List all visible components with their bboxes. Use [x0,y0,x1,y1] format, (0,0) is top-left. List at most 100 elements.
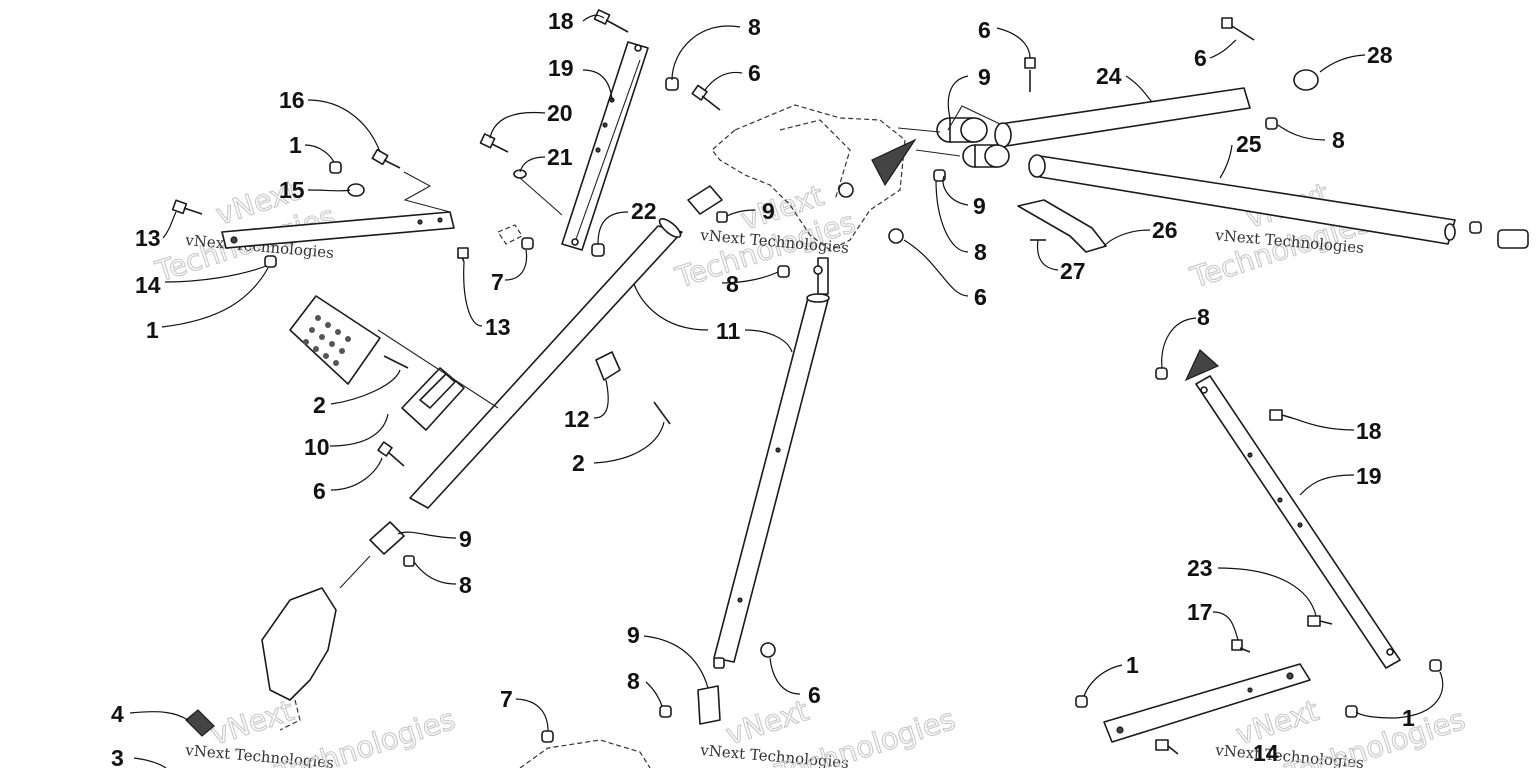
nut [1075,695,1088,708]
left-brace-bar [221,211,455,249]
relay-box [289,295,381,385]
bushing [936,117,988,143]
callout-label: 20 [547,100,573,126]
arrow-marker [1184,349,1220,382]
bolt [171,199,203,215]
callout-label: 23 [1187,555,1213,581]
tube-clamp [697,657,725,725]
end-fitting [1497,229,1529,249]
callout-label: 1 [1402,705,1415,731]
tube-clamp [687,185,728,223]
callout-label: 10 [304,434,330,460]
rivet [383,355,409,369]
callout-label: 1 [289,132,302,158]
bushing [962,144,1010,168]
callout-label: 6 [978,17,991,43]
handle [185,709,215,737]
cap [1293,69,1319,91]
nut [1469,221,1482,234]
callout-label: 14 [135,272,161,298]
leader-lines [129,14,1444,768]
callout-group: 18 8 19 6 16 20 21 1 15 13 14 1 22 9 8 6… [111,8,1415,768]
callout-label: 1 [146,317,159,343]
watermark-vnext: vNext [207,693,298,752]
bolt [371,148,401,169]
clamp [347,183,365,197]
callout-label: 8 [974,239,987,265]
callout-label: 2 [313,392,326,418]
strap-bracket-upper [561,41,649,251]
arrow-marker [871,138,917,187]
strap-clip [1017,199,1107,253]
callout-label: 9 [978,64,991,90]
callout-label: 26 [1152,217,1178,243]
diagonal-tube [409,218,683,509]
nut [1265,117,1278,130]
vertical-tube [713,257,830,663]
nut [777,265,790,278]
bolt [691,84,721,111]
callout-label: 2 [572,450,585,476]
callout-label: 8 [627,668,640,694]
bolt [1231,639,1251,653]
bolt [593,9,629,33]
callout-label: 8 [1332,127,1345,153]
callout-label: 16 [279,87,305,113]
bolt [1024,57,1036,92]
nut [1345,705,1358,718]
callout-label: 13 [485,314,511,340]
callout-label: 25 [1236,131,1262,157]
callout-label: 6 [1194,45,1207,71]
callout-label: 8 [726,271,739,297]
callout-label: 9 [627,622,640,648]
callout-label: 7 [491,269,504,295]
callout-label: 8 [748,14,761,40]
callout-label: 18 [548,8,574,34]
bolt [1221,17,1255,41]
bolt [479,133,509,153]
strap-bracket-lower [1195,375,1401,669]
ghost-upper-frame [711,104,906,251]
watermark-vnext: vNext [722,693,813,752]
ghost-lower-frame [519,739,651,768]
callout-label: 6 [974,284,987,310]
callout-label: 13 [135,225,161,251]
callout-label: 1 [1126,652,1139,678]
lower-right-tube [1028,154,1456,245]
ghost-mount [497,224,523,245]
tube-clamp [369,521,415,567]
callout-label: 6 [313,478,326,504]
callout-label: 12 [564,406,590,432]
callout-label: 9 [459,526,472,552]
callout-label: 21 [547,144,573,170]
lower-mount [261,587,337,731]
callout-label: 22 [631,198,657,224]
nut [541,730,554,743]
callout-label: 3 [111,745,124,768]
nut [1429,659,1442,672]
nut [591,243,605,257]
callout-label: 19 [548,55,574,81]
callout-label: 4 [111,701,124,727]
callout-label: 19 [1356,463,1382,489]
parts-group [171,9,1529,768]
callout-label: 18 [1356,418,1382,444]
watermark-technologies: Technologies [271,702,460,768]
upper-right-tube [994,87,1251,148]
lower-right-brace [1103,663,1311,743]
callout-label: 15 [279,177,305,203]
callout-label: 8 [459,572,472,598]
nut [1155,367,1168,380]
callout-label: 6 [974,284,987,310]
callout-label: 17 [1187,599,1213,625]
bolt [377,441,405,467]
callout-label: 7 [500,686,513,712]
callout-label: 14 [1253,740,1279,766]
callout-label: 9 [973,193,986,219]
callout-label: 6 [748,60,761,86]
bolt [1155,739,1179,755]
nut [264,255,277,268]
nut [329,161,342,174]
bolt [838,182,854,198]
